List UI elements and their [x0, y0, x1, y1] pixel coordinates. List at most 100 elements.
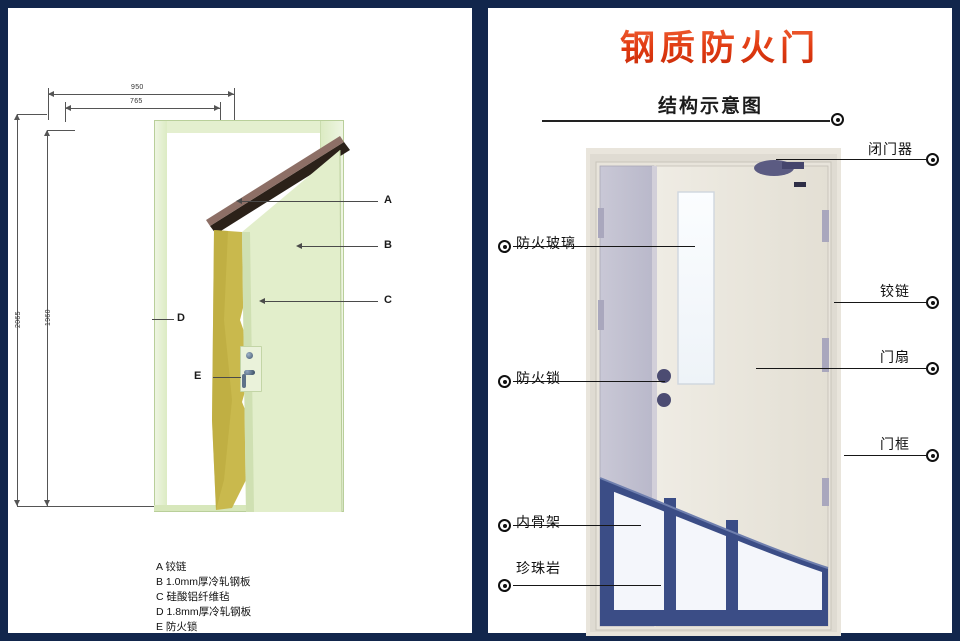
legend-item: C 硅酸铝纤维毡: [156, 590, 230, 603]
callout-dot-inner-skeleton: [498, 519, 511, 532]
callout-dot-fireproof-lock: [498, 375, 511, 388]
callout-line-door-leaf: [756, 368, 926, 370]
dim-line-765: [65, 108, 220, 109]
skeleton-rib-2: [726, 520, 738, 618]
dim-ext-2065-top: [17, 114, 47, 115]
dim-arrow-right-765: [214, 105, 220, 111]
callout-line-fireproof-glass: [513, 246, 695, 248]
insulation-shadow: [212, 230, 232, 510]
callout-line-door-frame: [844, 455, 926, 457]
dim-tick-765-left: [65, 102, 66, 122]
legend-item: B 1.0mm厚冷轧钢板: [156, 575, 251, 588]
callout-label-door-closer: 闭门器: [868, 142, 913, 158]
dim-ext-2065-bottom: [17, 506, 157, 507]
legend-item: E 防火锁: [156, 620, 198, 633]
skeleton-rib-left: [604, 488, 614, 618]
door-leaf-outline: [339, 149, 343, 513]
dim-tick-950-right: [234, 88, 235, 120]
callout-dot-door-frame: [926, 449, 939, 462]
dim-arrow-left-950: [48, 91, 54, 97]
door-photograph: [586, 148, 841, 636]
callout-dot-door-closer: [926, 153, 939, 166]
legend-item: D 1.8mm厚冷轧钢板: [156, 605, 252, 618]
dim-tick-950-left: [48, 88, 49, 120]
steel-edge-dark: [210, 142, 350, 234]
leader-arrow-c: [259, 298, 265, 304]
lock-cylinder: [246, 352, 253, 359]
marker-c: C: [384, 294, 392, 306]
cutaway-edge: [599, 477, 829, 569]
right-panel: 钢质防火门 结构示意图: [488, 8, 952, 636]
callout-dot-hinge: [926, 296, 939, 309]
dim-arrow-down-2065: [14, 500, 20, 506]
leader-arrow-a: [236, 198, 242, 204]
cutaway-door-diagram: 950 765 2065 1960: [8, 8, 472, 633]
dim-line-1960: [47, 130, 48, 506]
callout-label-door-frame: 门框: [880, 437, 910, 453]
door-closer-arm: [782, 162, 804, 169]
dim-arrow-up-2065: [14, 114, 20, 120]
leader-line-b: [300, 246, 378, 247]
callout-line-door-closer: [776, 159, 926, 161]
fire-door-photo-section: 钢质防火门 结构示意图: [488, 8, 952, 636]
callout-label-hinge: 铰链: [880, 284, 910, 300]
subtitle-rule: [542, 120, 830, 122]
dim-ext-1960-top: [47, 130, 75, 131]
door-frame-left-post: [155, 121, 167, 511]
fire-lock-cylinder: [657, 393, 671, 407]
fire-lock-handle: [657, 369, 671, 383]
dim-label-765: 765: [130, 98, 143, 105]
marker-b: B: [384, 239, 392, 251]
leader-line-e: [213, 377, 241, 378]
hinge-photo-right-bottom: [822, 478, 829, 506]
leader-line-d: [152, 319, 174, 320]
callout-line-perlite: [513, 585, 661, 587]
callout-dot-door-leaf: [926, 362, 939, 375]
subtitle-bullseye-icon: [831, 113, 844, 126]
dim-label-2065: 2065: [15, 311, 22, 328]
dim-tick-765-right: [220, 102, 221, 122]
dim-arrow-right-950: [228, 91, 234, 97]
hinge-photo-right-top: [822, 210, 829, 242]
dim-label-950: 950: [131, 84, 144, 91]
callout-label-perlite: 珍珠岩: [516, 561, 561, 577]
callout-label-fireproof-glass: 防火玻璃: [516, 236, 576, 252]
door-leaf-face: [242, 150, 342, 512]
callout-label-fireproof-lock: 防火锁: [516, 371, 561, 387]
marker-d: D: [177, 312, 185, 324]
skeleton-rib-1: [664, 498, 676, 618]
meeting-stile: [652, 166, 657, 626]
leader-arrow-b: [296, 243, 302, 249]
dim-line-2065: [17, 114, 18, 506]
marker-a: A: [384, 194, 392, 206]
legend-item: A 铰链: [156, 561, 187, 573]
callout-line-fireproof-lock: [513, 381, 665, 383]
dim-arrow-left-765: [65, 105, 71, 111]
dim-line-950: [48, 94, 234, 95]
marker-e: E: [194, 370, 202, 382]
skeleton-bottom-rail: [604, 610, 822, 622]
hinge-photo-left-top: [598, 208, 604, 238]
callout-line-hinge: [834, 302, 926, 304]
lock-handle-stem: [242, 374, 246, 388]
dim-arrow-down-1960: [44, 500, 50, 506]
dim-label-1960: 1960: [45, 309, 52, 326]
leader-line-a: [240, 201, 378, 202]
page-title: 钢质防火门: [488, 20, 952, 71]
callout-line-inner-skeleton: [513, 525, 641, 527]
callout-label-door-leaf: 门扇: [880, 350, 910, 366]
callout-dot-perlite: [498, 579, 511, 592]
callout-dot-fireproof-glass: [498, 240, 511, 253]
subtitle: 结构示意图: [658, 95, 764, 117]
hinge-photo-right-middle: [822, 338, 829, 372]
legend: A 铰链 B 1.0mm厚冷轧钢板 C 硅酸铝纤维毡 D 1.8mm厚冷轧钢板 …: [156, 560, 251, 635]
callout-label-inner-skeleton: 内骨架: [516, 515, 561, 531]
left-panel: 950 765 2065 1960: [8, 8, 472, 633]
leader-line-c: [263, 301, 378, 302]
dim-arrow-up-1960: [44, 130, 50, 136]
fireproof-glass-panel: [677, 191, 715, 385]
door-frame-head: [155, 121, 343, 133]
hinge-photo-left-bottom: [598, 300, 604, 330]
door-closer-bracket: [794, 182, 806, 187]
